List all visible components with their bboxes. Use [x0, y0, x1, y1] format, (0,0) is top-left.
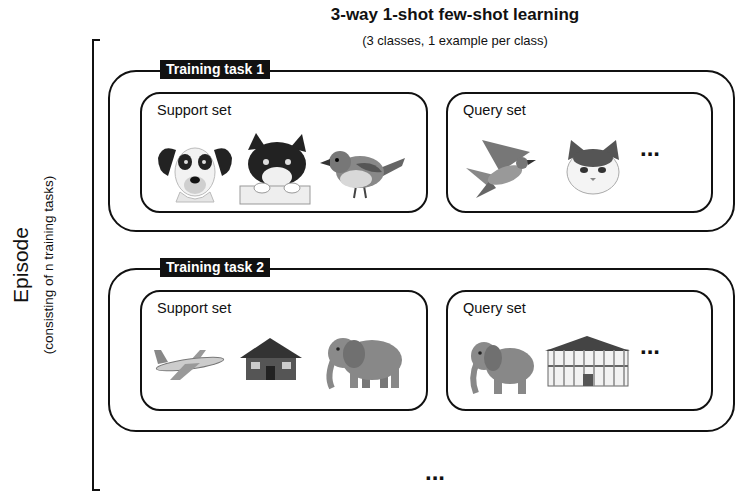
house-picture [240, 338, 302, 380]
elephant-picture [484, 345, 502, 371]
episode-bracket [93, 40, 100, 490]
set-heading: Query set [463, 102, 526, 119]
dog-picture [202, 160, 206, 164]
dog-picture [214, 148, 232, 176]
dog-picture [190, 177, 200, 184]
elephant-picture [343, 340, 365, 368]
bird-picture [329, 151, 351, 173]
cat-picture [284, 183, 300, 193]
set-heading: Query set [463, 300, 526, 317]
set-box: Support set [140, 92, 428, 213]
dog-picture [198, 154, 212, 170]
dog-picture [184, 176, 206, 194]
house-picture [251, 362, 260, 369]
cat-picture [285, 159, 291, 165]
set-box: Query set... [446, 290, 713, 411]
house-picture [240, 338, 302, 358]
airplane-picture [154, 350, 224, 380]
subtitle: (3 classes, 1 example per class) [362, 33, 548, 49]
set-heading: Support set [157, 300, 231, 317]
cat-picture [573, 149, 613, 167]
cat-picture [590, 178, 596, 181]
mansion-picture [583, 374, 593, 386]
set-heading: Support set [157, 102, 231, 119]
mansion-picture [548, 365, 628, 367]
bird-picture [320, 151, 405, 198]
cat-picture [240, 133, 310, 204]
elephant-picture [478, 351, 482, 355]
bird-picture [320, 159, 330, 166]
diagram-title: 3-way 1-shot few-shot learning [331, 5, 579, 25]
bird-picture [356, 163, 382, 172]
task-two-pictures [154, 336, 630, 394]
dog-picture [158, 148, 232, 202]
dog-picture [184, 160, 188, 164]
set-box: Query set... [446, 92, 713, 213]
mansion-picture [554, 350, 624, 386]
cat-picture [598, 167, 606, 173]
task-heading: Training task 2 [160, 258, 270, 277]
episode-label: Episode [8, 227, 33, 303]
mansion-picture [545, 336, 630, 386]
bird-picture [516, 157, 528, 169]
task-heading: Training task 1 [160, 60, 270, 79]
dog-picture [158, 148, 176, 176]
house-picture [266, 366, 275, 380]
task-box: Support setQuery set...Training task 2 [108, 268, 735, 432]
task-box: Support setQuery set...Training task 1 [108, 70, 735, 232]
ellipsis: ... [640, 332, 660, 361]
dog-picture [178, 154, 192, 170]
cat-picture [263, 159, 269, 165]
elephant-picture [342, 340, 402, 380]
cat-picture [254, 183, 270, 193]
episode-note: (consisting of n training tasks) [41, 176, 57, 355]
set-box: Support set [140, 290, 428, 411]
bird-picture [466, 140, 536, 198]
bird-picture [527, 160, 536, 165]
ellipsis: ... [640, 134, 660, 163]
ellipsis: ... [425, 458, 445, 487]
bird-picture [335, 158, 339, 162]
house-picture [246, 356, 296, 380]
cat-picture [567, 150, 619, 194]
mansion-picture [545, 336, 630, 351]
bird-picture [340, 170, 372, 188]
elephant-picture [328, 338, 402, 388]
house-picture [282, 362, 291, 369]
cat-picture [580, 167, 588, 173]
cat-picture [248, 142, 306, 186]
airplane-picture [170, 363, 200, 380]
elephant-picture [471, 342, 534, 394]
elephant-picture [336, 347, 340, 351]
dog-picture [175, 148, 215, 196]
bird-picture [364, 186, 366, 198]
airplane-picture [154, 350, 168, 364]
cat-picture [567, 140, 619, 194]
mansion-picture [548, 350, 628, 386]
